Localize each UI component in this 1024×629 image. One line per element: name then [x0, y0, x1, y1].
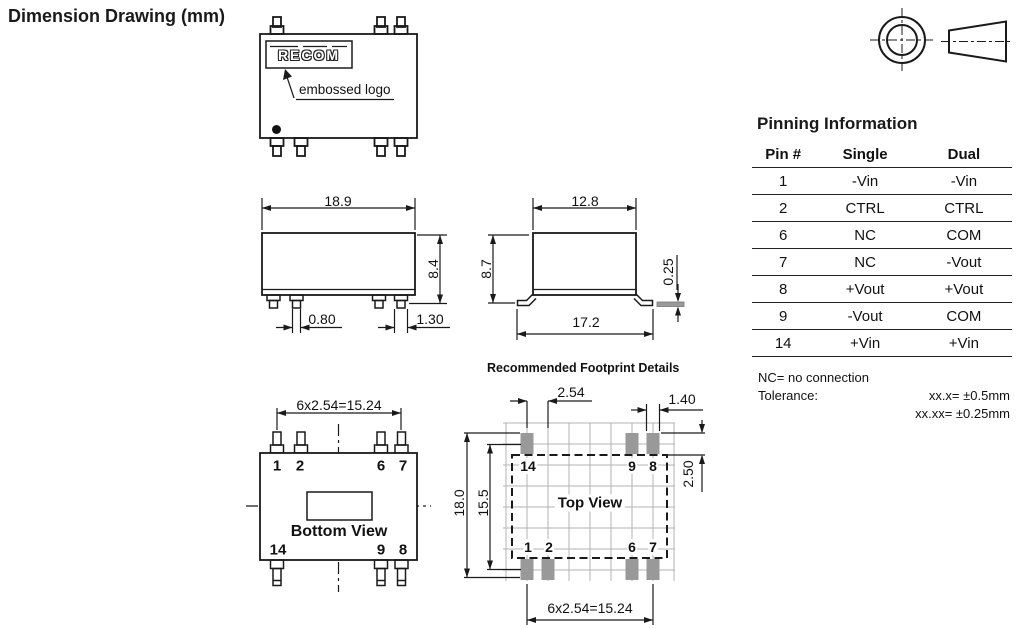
- page-title: Dimension Drawing (mm): [8, 6, 226, 26]
- embossed-logo-annotation: embossed logo: [299, 82, 391, 97]
- pin-label-8: 8: [398, 541, 408, 559]
- dim-footprint-pitch: 6x2.54=15.24: [547, 600, 633, 616]
- package-top-view-linework: [259, 16, 418, 157]
- pin-label-14: 14: [269, 541, 287, 559]
- footprint-title: Recommended Footprint Details: [487, 361, 680, 375]
- pinning-table-header-row: Pin # Single Dual: [752, 141, 1012, 168]
- cell-single: CTRL: [814, 194, 916, 222]
- cell-pin: 7: [752, 248, 815, 276]
- pad-label-2: 2: [544, 539, 554, 555]
- dim-front-height: 8.4: [425, 259, 441, 279]
- pad-label-1: 1: [523, 539, 533, 555]
- table-row: 1 -Vin -Vin: [752, 167, 1012, 195]
- cell-single: NC: [814, 221, 916, 249]
- pin-label-6: 6: [376, 457, 386, 475]
- dim-side-height: 8.7: [478, 259, 494, 279]
- pad-label-8: 8: [648, 458, 658, 474]
- pad-label-9: 9: [627, 458, 637, 474]
- dim-side-body-width: 12.8: [571, 193, 599, 209]
- pinning-information-title: Pinning Information: [757, 114, 918, 133]
- dim-outer-span: 18.0: [451, 489, 467, 517]
- cell-pin: 9: [752, 302, 815, 330]
- front-view-linework: [261, 198, 450, 333]
- cell-dual: COM: [915, 302, 1012, 330]
- cell-dual: COM: [915, 221, 1012, 249]
- table-row: 7 NC -Vout: [752, 248, 1012, 276]
- note-nc: NC= no connection: [758, 370, 869, 385]
- cell-dual: +Vout: [915, 275, 1012, 303]
- footprint-pads: [520, 433, 660, 580]
- col-header-single: Single: [814, 141, 916, 168]
- pad-label-14: 14: [519, 458, 537, 474]
- dim-lead-standoff: 0.25: [660, 258, 676, 286]
- cell-dual: -Vout: [915, 248, 1012, 276]
- dim-pin-base-width: 1.30: [416, 311, 444, 327]
- pin1-indicator-dot: [272, 125, 281, 134]
- note-tolerance-2: xx.xx= ±0.25mm: [915, 406, 1010, 421]
- cell-pin: 8: [752, 275, 815, 303]
- dim-pad-width: 1.40: [668, 391, 696, 407]
- cell-pin: 1: [752, 167, 815, 195]
- col-header-pin: Pin #: [752, 141, 815, 168]
- cell-pin: 14: [752, 329, 815, 357]
- recom-logo: RECOM: [277, 47, 341, 63]
- cell-dual: CTRL: [915, 194, 1012, 222]
- dim-pad-length: 2.50: [680, 460, 696, 488]
- cell-single: -Vin: [814, 167, 916, 195]
- bottom-view-linework: [246, 408, 431, 592]
- cell-pin: 2: [752, 194, 815, 222]
- cell-single: +Vin: [814, 329, 916, 357]
- projection-symbol-cone: [941, 20, 1013, 63]
- table-row: 6 NC COM: [752, 221, 1012, 249]
- cell-single: +Vout: [814, 275, 916, 303]
- cell-dual: +Vin: [915, 329, 1012, 357]
- pinning-table: Pin # Single Dual 1 -Vin -Vin 2 CTRL CTR…: [752, 141, 1012, 357]
- pad-label-6: 6: [627, 539, 637, 555]
- dim-inner-span: 15.5: [475, 489, 491, 517]
- dim-pin-width: 0.80: [308, 311, 336, 327]
- col-header-dual: Dual: [915, 141, 1012, 168]
- note-tolerance-1: xx.x= ±0.5mm: [928, 388, 1010, 403]
- side-view-linework: [488, 198, 685, 340]
- cell-pin: 6: [752, 221, 815, 249]
- table-row: 8 +Vout +Vout: [752, 275, 1012, 303]
- table-row: 2 CTRL CTRL: [752, 194, 1012, 222]
- projection-symbol-circle: [870, 8, 934, 72]
- pin-label-2: 2: [295, 457, 305, 475]
- cell-single: -Vout: [814, 302, 916, 330]
- dim-front-width: 18.9: [324, 193, 352, 209]
- note-tolerance-label: Tolerance:: [758, 388, 818, 403]
- dim-lead-span: 17.2: [572, 314, 600, 330]
- dim-pad-pitch: 2.54: [557, 384, 585, 400]
- footprint-linework: [464, 398, 705, 625]
- pad-label-7: 7: [648, 539, 658, 555]
- dim-bottom-pitch: 6x2.54=15.24: [296, 397, 382, 413]
- table-row: 14 +Vin +Vin: [752, 329, 1012, 357]
- pin-label-1: 1: [272, 457, 282, 475]
- pin-label-9: 9: [376, 541, 386, 559]
- bottom-view-caption: Bottom View: [290, 523, 388, 540]
- cell-dual: -Vin: [915, 167, 1012, 195]
- table-row: 9 -Vout COM: [752, 302, 1012, 330]
- cell-single: NC: [814, 248, 916, 276]
- pin-label-7: 7: [398, 457, 408, 475]
- top-view-caption: Top View: [554, 494, 626, 512]
